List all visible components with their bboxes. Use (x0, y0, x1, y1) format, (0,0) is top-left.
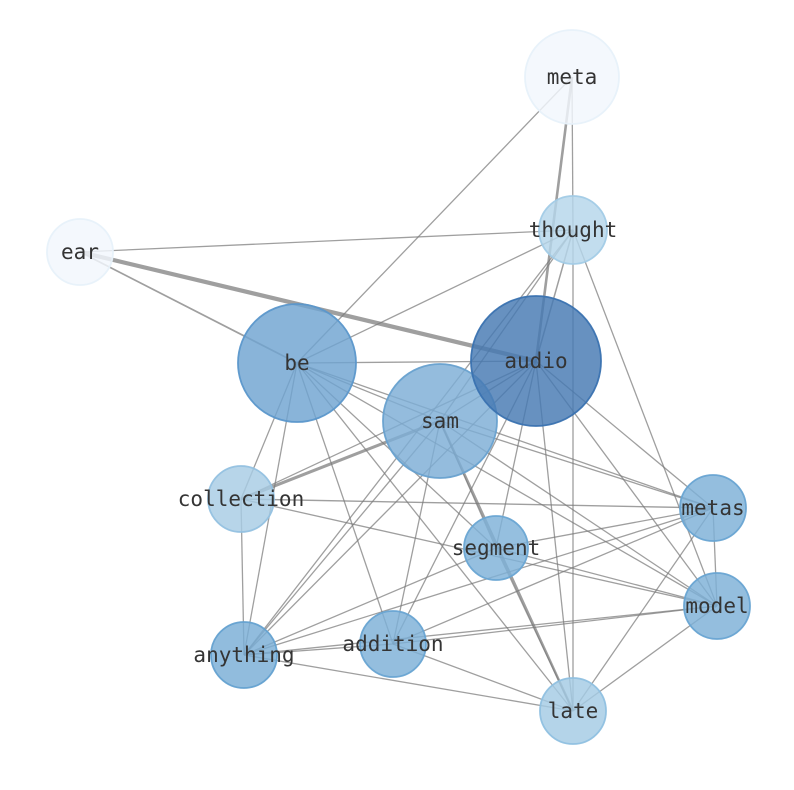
node-label-thought: thought (529, 218, 618, 242)
edge-thought-model (572, 229, 718, 607)
graph-node-thought (538, 195, 608, 265)
graph-node-sam (382, 363, 498, 479)
graph-node-collection (207, 465, 275, 533)
node-label-ear: ear (61, 240, 99, 264)
edge-be-model (296, 362, 718, 607)
edge-be-late (296, 362, 574, 712)
node-label-sam: sam (421, 409, 459, 433)
graph-node-late (539, 677, 607, 745)
edge-model-anything (243, 605, 718, 656)
graph-node-audio (470, 295, 602, 427)
edge-segment-metas (495, 507, 714, 549)
graph-node-metas (679, 474, 747, 542)
edge-anything-late (243, 654, 574, 712)
node-label-audio: audio (504, 349, 567, 373)
node-label-be: be (284, 351, 309, 375)
graph-node-addition (359, 610, 427, 678)
nodes-layer (46, 29, 751, 745)
edge-collection-metas (240, 498, 714, 509)
node-label-segment: segment (452, 536, 541, 560)
edge-metas-late (572, 507, 714, 712)
node-label-model: model (685, 594, 748, 618)
edge-segment-model (495, 547, 718, 607)
node-label-meta: meta (547, 65, 598, 89)
graph-node-segment (463, 515, 529, 581)
node-label-addition: addition (342, 632, 443, 656)
graph-node-be (237, 303, 357, 423)
edge-ear-thought (79, 229, 574, 253)
graph-node-anything (210, 621, 278, 689)
graph-node-model (683, 572, 751, 640)
node-label-anything: anything (193, 643, 294, 667)
edge-segment-anything (243, 547, 497, 656)
graph-node-meta (524, 29, 620, 125)
graph-node-ear (46, 218, 114, 286)
edge-be-metas (296, 362, 714, 509)
node-label-metas: metas (681, 496, 744, 520)
edge-metas-addition (392, 507, 714, 645)
edge-model-addition (392, 605, 718, 645)
node-label-late: late (548, 699, 599, 723)
edge-metas-anything (243, 507, 714, 656)
node-label-collection: collection (178, 487, 304, 511)
labels-layer: meta ear thought be sam audio collection metas s… (61, 65, 749, 723)
